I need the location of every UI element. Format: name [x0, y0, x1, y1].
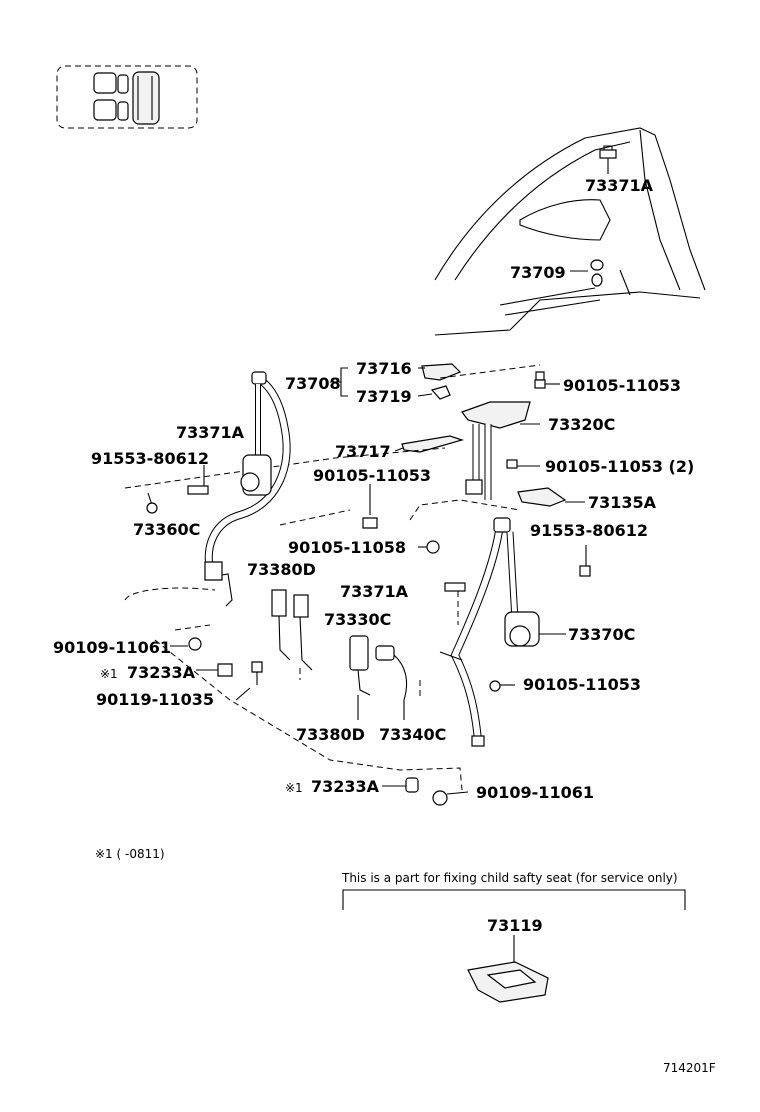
- label-90119-11035: 90119-11035: [96, 690, 214, 709]
- footnote-mark-right: ※1: [285, 781, 303, 795]
- footnote: ※1 ( -0811): [95, 847, 165, 861]
- label-73370C: 73370C: [568, 625, 635, 644]
- left-retractor-73360C: [204, 371, 291, 607]
- buckle-73330C: [293, 594, 313, 671]
- footnote-mark-left: ※1: [100, 667, 118, 681]
- label-73233A-left: 73233A: [127, 663, 196, 682]
- anchor-cover-low: [444, 582, 466, 625]
- label-90105-11053-top: 90105-11053: [563, 376, 681, 395]
- label-73320C: 73320C: [548, 415, 615, 434]
- label-73119: 73119: [487, 916, 543, 935]
- anchor-cover-mid: [187, 465, 209, 495]
- center-retractor-73320C: [461, 401, 540, 500]
- bolt-90105-11053-top-right: [534, 371, 560, 389]
- label-90109-11061-right: 90109-11061: [476, 783, 594, 802]
- anchor-cover-top: [599, 145, 617, 174]
- label-73371A-mid: 73371A: [176, 423, 245, 442]
- label-73233A-right: 73233A: [311, 777, 380, 796]
- buckle-73380D-left: [271, 589, 291, 661]
- label-90105-11053-lower: 90105-11053: [523, 675, 641, 694]
- cover-73233A-left: [196, 663, 233, 677]
- vehicle-body-outline: [434, 127, 706, 336]
- label-73360C: 73360C: [133, 520, 200, 539]
- service-note: This is a part for fixing child safty se…: [341, 871, 678, 885]
- label-73380D-center: 73380D: [296, 725, 365, 744]
- bolt-90109-11061-left: [170, 637, 202, 651]
- bolt-90105-11053-lower: [489, 680, 515, 692]
- label-73135A: 73135A: [588, 493, 657, 512]
- label-73330C: 73330C: [324, 610, 391, 629]
- label-90105-11053-center: 90105-11053: [313, 466, 431, 485]
- part-73135A: [517, 487, 585, 507]
- label-73340C: 73340C: [379, 725, 446, 744]
- bolt-90105-11058: [418, 540, 440, 554]
- bolt-91553-80612-left: [146, 492, 158, 514]
- buckle-73380D-center: [349, 635, 371, 720]
- label-90105-11053-pair: 90105-11053 (2): [545, 457, 694, 476]
- label-73708: 73708: [285, 374, 341, 393]
- label-90105-11058: 90105-11058: [288, 538, 406, 557]
- bolt-90105-11053-center: [362, 484, 378, 529]
- service-bracket: [342, 889, 686, 910]
- label-73719: 73719: [356, 387, 412, 406]
- right-retractor-73370C: [439, 517, 566, 747]
- seat-location-icon: [56, 65, 198, 129]
- center-anchor-parts: [394, 363, 465, 453]
- label-91553-80612-right: 91553-80612: [530, 521, 648, 540]
- bolt-90109-11061-right: [432, 790, 469, 806]
- anchor-73709: [570, 259, 604, 287]
- buckle-73340C: [375, 645, 408, 720]
- bolt-91553-80612-right: [579, 545, 591, 577]
- label-73717: 73717: [335, 442, 391, 461]
- label-90109-11061-left: 90109-11061: [53, 638, 171, 657]
- label-73371A-top: 73371A: [585, 176, 654, 195]
- diagram-code: 714201F: [663, 1061, 716, 1075]
- cover-73233A-right: [382, 777, 419, 793]
- child-seat-anchor-73119: [467, 935, 549, 1003]
- label-91553-80612-left: 91553-80612: [91, 449, 209, 468]
- label-73371A-low: 73371A: [340, 582, 409, 601]
- bolt-90119-11035: [235, 661, 263, 701]
- bolt-90105-11053-pair: [506, 459, 540, 469]
- label-73380D-left: 73380D: [247, 560, 316, 579]
- label-73716: 73716: [356, 359, 412, 378]
- label-73709: 73709: [510, 263, 566, 282]
